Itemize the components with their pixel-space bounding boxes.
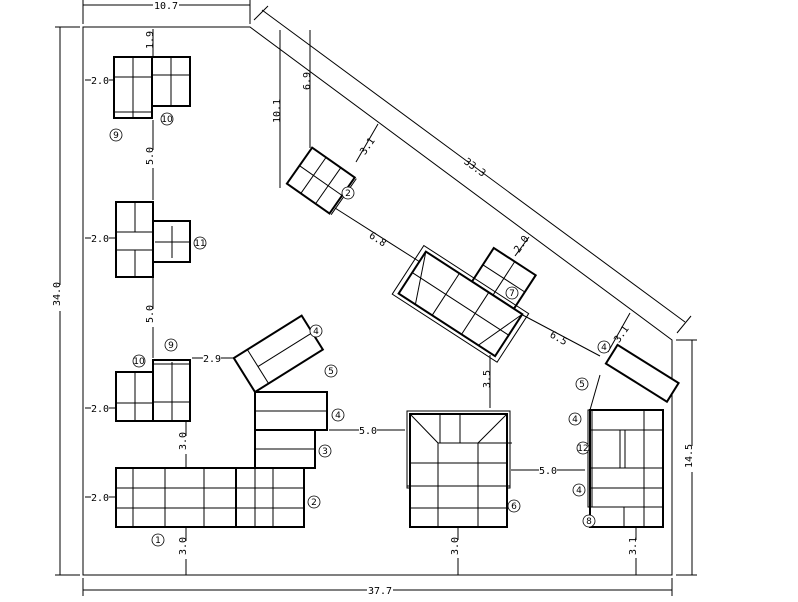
dimension-right: 14.5 xyxy=(676,339,698,576)
dimension-top: 10.7 xyxy=(82,0,251,24)
svg-text:2: 2 xyxy=(345,189,351,199)
callout-2: 2 xyxy=(307,495,321,509)
room-boundary xyxy=(82,26,673,576)
dimension-label: 3.0 xyxy=(178,432,189,450)
dimension-label: 5.0 xyxy=(145,305,156,323)
dimension-label: 10.7 xyxy=(154,1,178,12)
module-7-angled xyxy=(391,244,538,363)
svg-text:4: 4 xyxy=(572,415,578,425)
svg-text:5: 5 xyxy=(579,380,585,390)
dimension-label: 2.0 xyxy=(91,234,109,245)
dimension-label: 33.3 xyxy=(461,156,487,179)
dimension-left: 34.0 xyxy=(52,26,80,576)
callout-11: 11 xyxy=(193,236,207,250)
module-6 xyxy=(406,410,512,528)
callouts: 9 10 11 2 7 10 9 4 5 4 3 2 1 6 4 5 4 12 … xyxy=(109,112,611,547)
dimension-label: 2.0 xyxy=(91,76,109,87)
dimension-label: 14.5 xyxy=(684,444,695,468)
callout-7: 7 xyxy=(505,286,519,300)
callout-8: 8 xyxy=(582,514,596,528)
dimension-label: 3.1 xyxy=(358,136,377,157)
callout-2: 2 xyxy=(341,186,355,200)
dimension-label: 3.5 xyxy=(482,370,493,388)
svg-text:2: 2 xyxy=(311,498,317,508)
svg-text:4: 4 xyxy=(601,343,607,353)
callout-10: 10 xyxy=(160,112,174,126)
module-group-9-10-bottom xyxy=(115,359,191,422)
dimension-label: 6.5 xyxy=(548,330,569,349)
callout-4: 4 xyxy=(309,324,323,338)
dimension-label: 5.0 xyxy=(539,466,557,477)
callout-6: 6 xyxy=(507,499,521,513)
callout-4: 4 xyxy=(568,412,582,426)
dimension-label: 2.0 xyxy=(91,404,109,415)
svg-text:12: 12 xyxy=(577,444,588,454)
callout-9: 9 xyxy=(164,338,178,352)
dimension-bottom: 37.7 xyxy=(82,578,673,597)
svg-text:11: 11 xyxy=(194,239,205,249)
dimension-label: 2.0 xyxy=(91,493,109,504)
svg-text:10: 10 xyxy=(161,115,173,125)
svg-text:4: 4 xyxy=(313,327,319,337)
module-group-1-5 xyxy=(115,314,328,528)
callout-3: 3 xyxy=(318,444,332,458)
callout-4: 4 xyxy=(597,340,611,354)
dimension-label: 34.0 xyxy=(52,282,63,306)
callout-5: 5 xyxy=(324,364,338,378)
dimension-label: 3.1 xyxy=(628,537,639,555)
dimension-label: 3.1 xyxy=(612,324,631,345)
dimension-label: 6.9 xyxy=(302,72,313,90)
svg-text:8: 8 xyxy=(586,517,592,527)
callout-12: 12 xyxy=(576,441,590,455)
svg-text:3: 3 xyxy=(322,447,328,457)
dimension-label: 5.0 xyxy=(359,426,377,437)
module-group-11 xyxy=(115,201,191,278)
callout-4: 4 xyxy=(572,483,586,497)
dimension-label: 10.1 xyxy=(272,99,283,123)
svg-text:7: 7 xyxy=(509,289,515,299)
dimension-label: 5.0 xyxy=(145,147,156,165)
dimension-label: 37.7 xyxy=(368,586,392,597)
svg-text:10: 10 xyxy=(133,357,145,367)
callout-9: 9 xyxy=(109,128,123,142)
svg-text:9: 9 xyxy=(168,341,174,351)
svg-text:9: 9 xyxy=(113,131,119,141)
svg-text:5: 5 xyxy=(328,367,334,377)
dimension-label: 1.9 xyxy=(145,31,156,49)
callout-4: 4 xyxy=(331,408,345,422)
module-group-9-10-top xyxy=(113,56,191,119)
dimension-label: 2.9 xyxy=(203,354,221,365)
svg-text:4: 4 xyxy=(576,486,582,496)
svg-text:4: 4 xyxy=(335,411,341,421)
callout-5: 5 xyxy=(575,377,589,391)
dimension-label: 6.8 xyxy=(367,230,388,249)
module-group-right xyxy=(587,343,680,528)
dimension-label: 3.0 xyxy=(450,537,461,555)
dimension-label: 3.0 xyxy=(178,537,189,555)
module-2-angled xyxy=(285,146,357,215)
svg-text:6: 6 xyxy=(511,502,517,512)
svg-text:1: 1 xyxy=(155,536,161,546)
callout-10: 10 xyxy=(132,354,146,368)
callout-1: 1 xyxy=(151,533,165,547)
